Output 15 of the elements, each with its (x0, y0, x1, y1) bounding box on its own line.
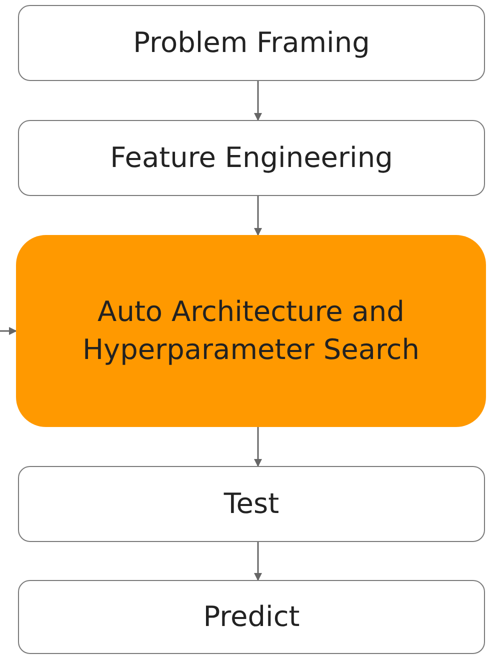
arrow (254, 196, 262, 236)
process-box (18, 120, 485, 196)
process-box (18, 5, 485, 81)
process-box (18, 580, 485, 654)
arrow (254, 81, 262, 121)
process-box (18, 466, 485, 542)
arrow (254, 542, 262, 581)
box-label: Auto Architecture and Hyperparameter Search (81, 294, 421, 368)
box-label: Test (224, 486, 280, 522)
box-label: Feature Engineering (110, 140, 393, 176)
box-label: Problem Framing (133, 25, 370, 61)
box-label: Predict (203, 599, 300, 635)
arrow (0, 327, 17, 335)
arrow (254, 427, 262, 467)
highlighted-process-box (16, 235, 486, 427)
